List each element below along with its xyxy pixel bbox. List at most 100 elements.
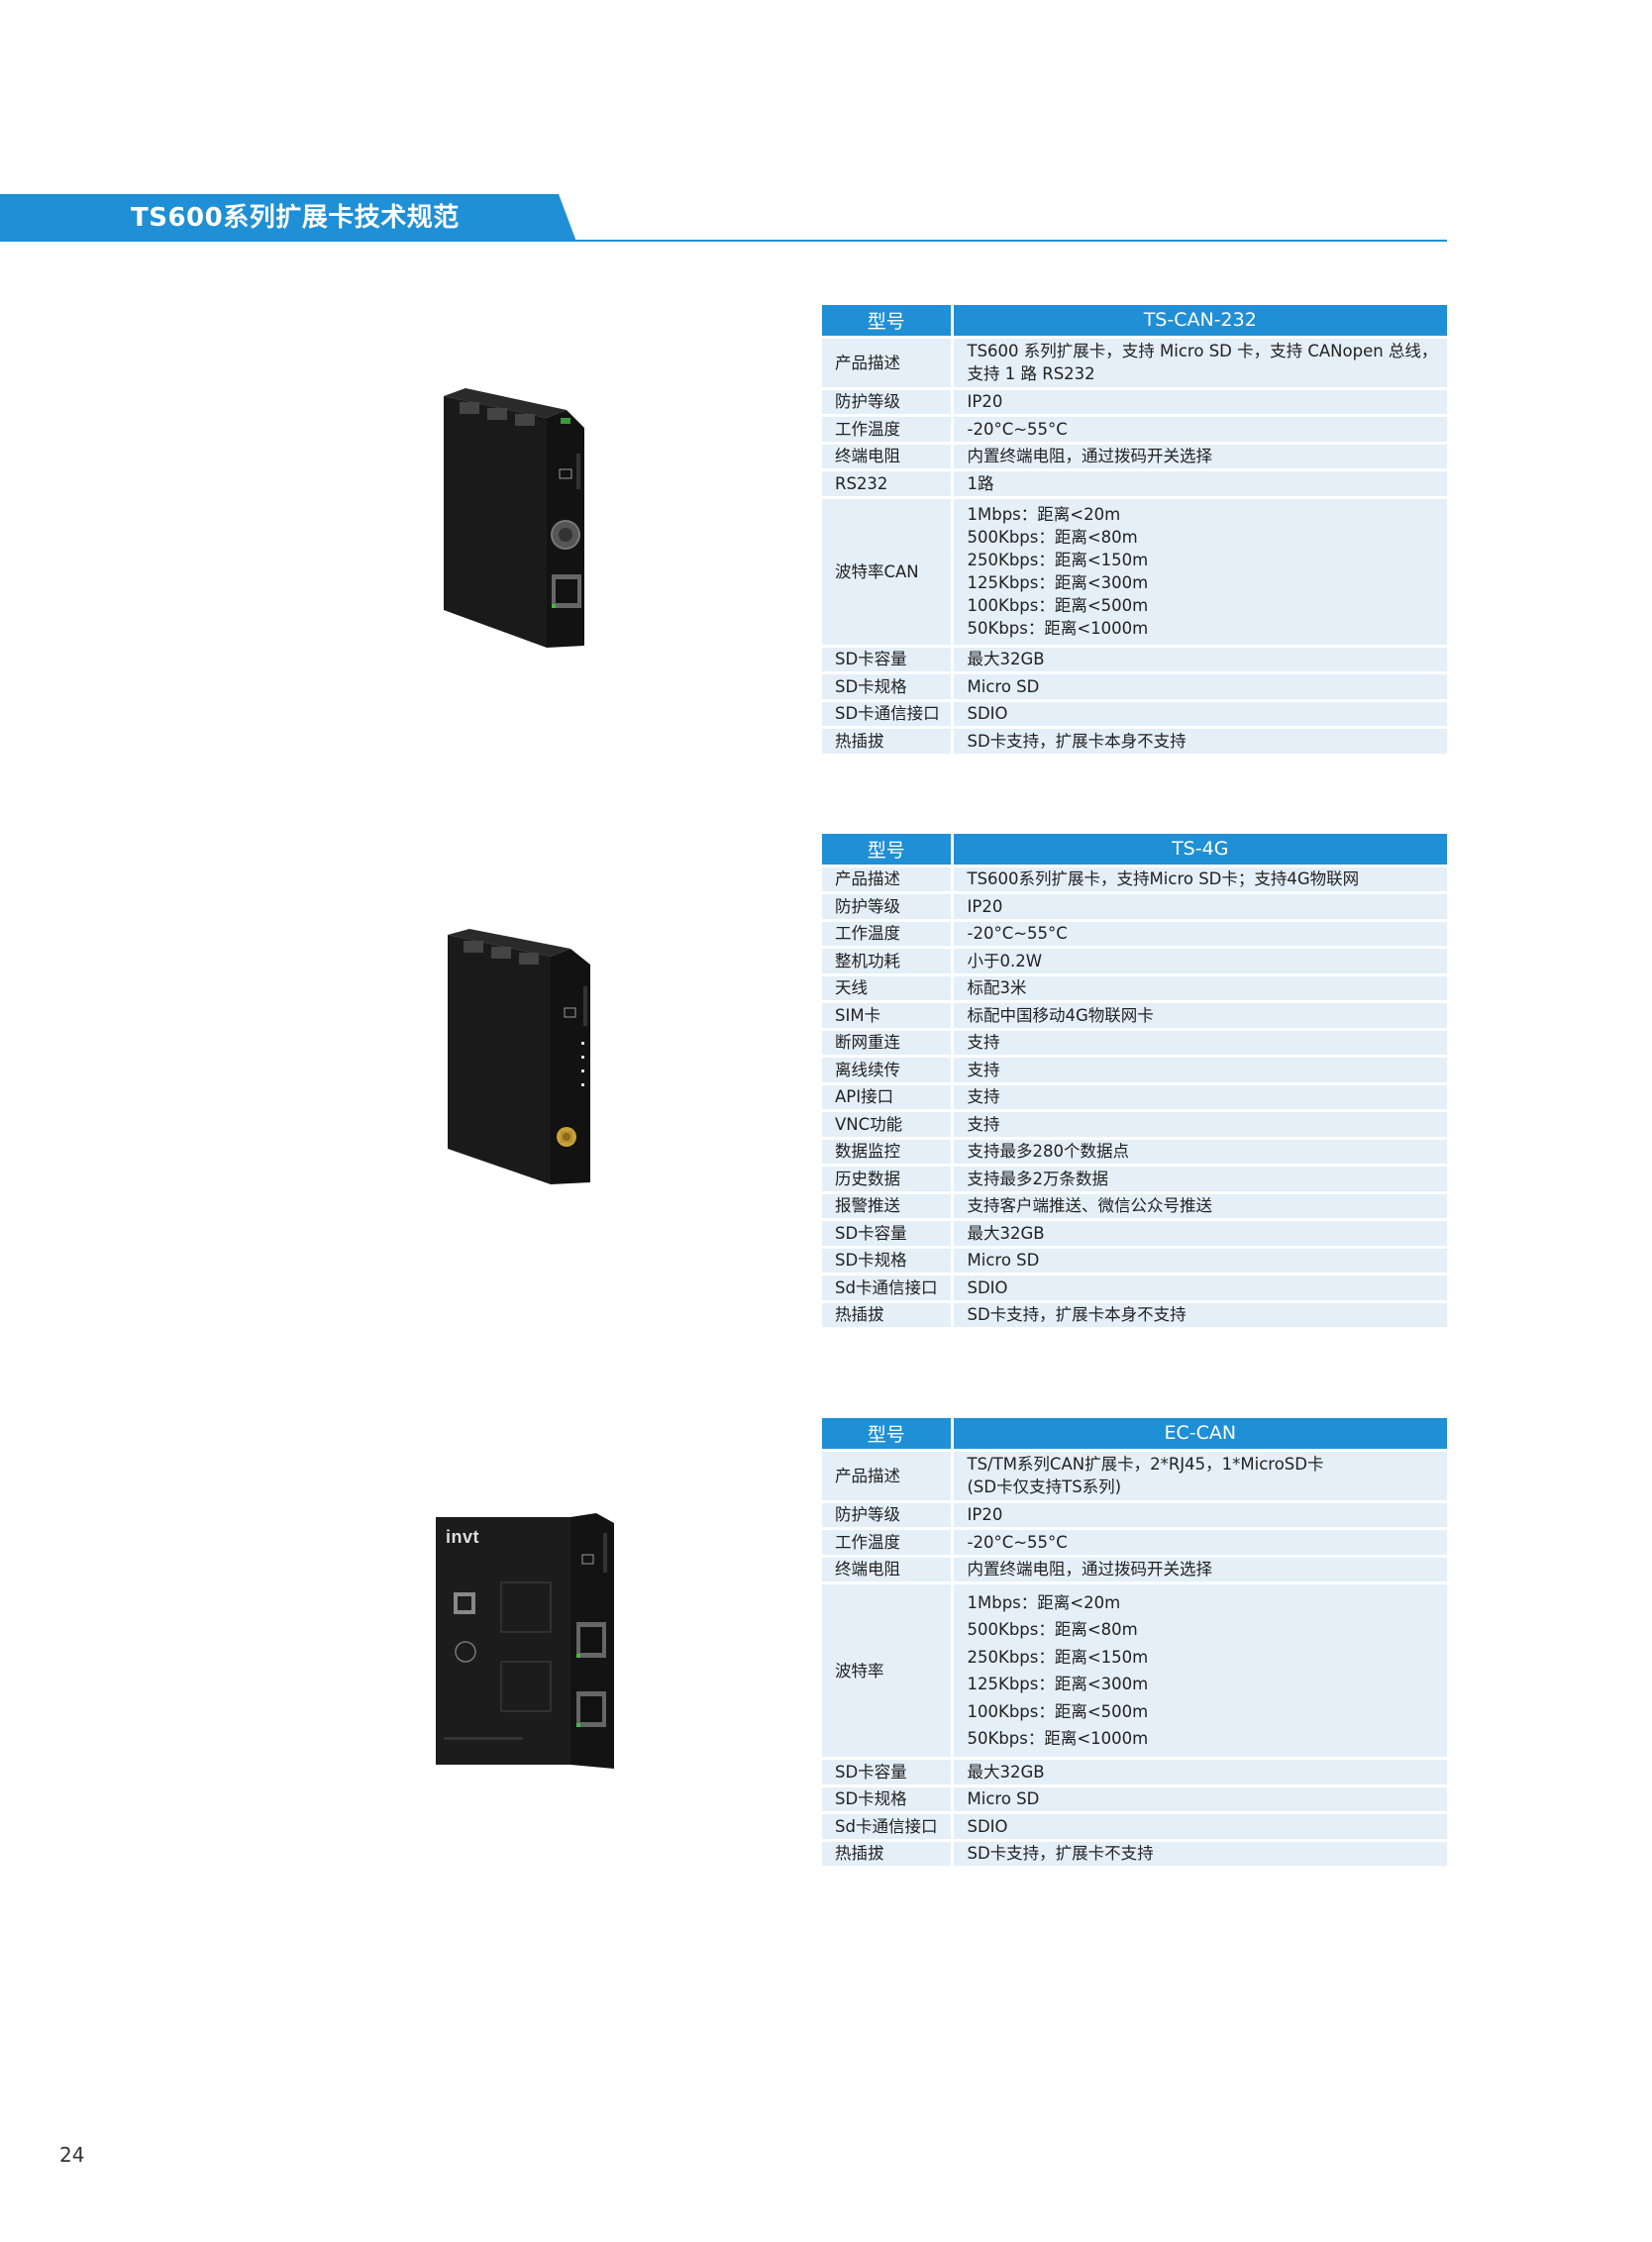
spec-key: VNC功能 — [822, 1109, 954, 1140]
spec-value-line: 标配中国移动4G物联网卡 — [967, 1005, 1154, 1025]
spec-value-line: 支持最多2万条数据 — [967, 1169, 1109, 1188]
spec-value-line: -20°C~55°C — [967, 1532, 1068, 1552]
spec-value: 支持最多2万条数据 — [952, 1164, 1447, 1194]
spec-value: TS600系列扩展卡，支持Micro SD卡；支持4G物联网 — [952, 864, 1447, 894]
table-header-key: 型号 — [822, 834, 954, 867]
spec-value-line: 支持 — [967, 1060, 1000, 1079]
spec-value-line: 250Kbps：距离<150m — [967, 1647, 1149, 1667]
spec-value: Micro SD — [952, 1245, 1447, 1275]
spec-value-line: SDIO — [967, 1816, 1008, 1836]
spec-key: 终端电阻 — [822, 441, 954, 471]
spec-value: 最大32GB — [952, 1218, 1447, 1249]
spec-value: 支持 — [952, 1027, 1447, 1058]
table-header-key: 型号 — [822, 1418, 954, 1452]
spec-value: 小于0.2W — [952, 946, 1447, 976]
table-header-model: TS-4G — [952, 834, 1447, 867]
spec-key: RS232 — [822, 468, 954, 499]
spec-table-ts-4g: 型号 TS-4G 产品描述 TS600系列扩展卡，支持Micro SD卡；支持4G… — [822, 834, 1447, 1330]
spec-value-line: SD卡支持，扩展卡本身不支持 — [967, 731, 1187, 751]
table-row: 断网重连支持 — [822, 1027, 1447, 1058]
spec-value: 最大32GB — [952, 644, 1447, 674]
table-row: SD卡容量最大32GB — [822, 644, 1447, 674]
spec-key: 防护等级 — [822, 386, 954, 417]
spec-value-line: 1路 — [967, 473, 994, 493]
spec-value-line: 支持客户端推送、微信公众号推送 — [967, 1196, 1213, 1216]
spec-value-line: IP20 — [967, 1505, 1003, 1525]
table-header-model: TS-CAN-232 — [952, 305, 1447, 339]
spec-key: SIM卡 — [822, 1000, 954, 1031]
spec-value-line: 最大32GB — [967, 1223, 1045, 1243]
spec-value-line: 500Kbps：距离<80m — [967, 528, 1138, 547]
spec-value-line: 1Mbps：距离<20m — [967, 505, 1121, 524]
spec-value: SDIO — [952, 1273, 1447, 1303]
spec-value-line: -20°C~55°C — [967, 924, 1068, 944]
table-row: SD卡容量最大32GB — [822, 1757, 1447, 1787]
spec-value-line: SDIO — [967, 704, 1008, 724]
spec-value-line: 支持 — [967, 1033, 1000, 1053]
spec-value: -20°C~55°C — [952, 1527, 1447, 1558]
table-row: 历史数据支持最多2万条数据 — [822, 1164, 1447, 1194]
spec-key: 终端电阻 — [822, 1554, 954, 1584]
spec-value-line: 50Kbps：距离<1000m — [967, 619, 1149, 638]
table-row: RS232 1路 — [822, 468, 1447, 499]
page-number: 24 — [59, 2143, 85, 2167]
spec-key: 产品描述 — [822, 1448, 954, 1503]
spec-key: 波特率CAN — [822, 495, 954, 648]
spec-value: 标配中国移动4G物联网卡 — [952, 1000, 1447, 1031]
spec-value-line: 125Kbps：距离<300m — [967, 573, 1149, 592]
spec-value: -20°C~55°C — [952, 918, 1447, 949]
spec-value-line: 1Mbps：距离<20m — [967, 1592, 1121, 1612]
spec-key: 天线 — [822, 972, 954, 1003]
spec-value: Micro SD — [952, 671, 1447, 702]
spec-key: SD卡规格 — [822, 671, 954, 702]
table-row: 工作温度-20°C~55°C — [822, 414, 1447, 445]
spec-key: 防护等级 — [822, 1499, 954, 1530]
spec-value-line: 内置终端电阻，通过拨码开关选择 — [967, 447, 1213, 466]
spec-key: SD卡容量 — [822, 644, 954, 674]
spec-key: SD卡规格 — [822, 1783, 954, 1814]
table-row: 防护等级 IP20 — [822, 1499, 1447, 1530]
spec-value-line: 内置终端电阻，通过拨码开关选择 — [967, 1560, 1213, 1580]
table-row: 天线标配3米 — [822, 972, 1447, 1003]
spec-key: Sd卡通信接口 — [822, 1273, 954, 1303]
spec-key: 工作温度 — [822, 1527, 954, 1558]
spec-value-line: 100Kbps：距离<500m — [967, 1701, 1149, 1721]
spec-value-line: Micro SD — [967, 1251, 1040, 1271]
spec-key: SD卡容量 — [822, 1218, 954, 1249]
spec-key: 断网重连 — [822, 1027, 954, 1058]
spec-value-line: TS600系列扩展卡，支持Micro SD卡；支持4G物联网 — [967, 869, 1360, 889]
spec-value-line: 50Kbps：距离<1000m — [967, 1729, 1149, 1748]
spec-key: 产品描述 — [822, 335, 954, 390]
spec-key: 工作温度 — [822, 414, 954, 445]
table-row: 终端电阻内置终端电阻，通过拨码开关选择 — [822, 441, 1447, 471]
spec-key: Sd卡通信接口 — [822, 1811, 954, 1842]
table-row: 工作温度 -20°C~55°C — [822, 1527, 1447, 1558]
spec-key: 产品描述 — [822, 864, 954, 894]
spec-value: SD卡支持，扩展卡本身不支持 — [952, 1299, 1447, 1330]
spec-value-line: IP20 — [967, 896, 1003, 916]
spec-value-line: 最大32GB — [967, 1762, 1045, 1782]
spec-value: 支持最多280个数据点 — [952, 1136, 1447, 1167]
spec-key: API接口 — [822, 1081, 954, 1112]
spec-key: 热插拔 — [822, 1838, 954, 1869]
table-row: 工作温度-20°C~55°C — [822, 918, 1447, 949]
spec-value: IP20 — [952, 1499, 1447, 1530]
spec-key: 热插拔 — [822, 1299, 954, 1330]
spec-value-line: 最大32GB — [967, 650, 1045, 669]
spec-value: SDIO — [952, 698, 1447, 729]
spec-value-line: TS600 系列扩展卡，支持 Micro SD 卡，支持 CANopen 总线， — [967, 342, 1438, 360]
spec-value-line: 标配3米 — [967, 978, 1027, 998]
ts-can-232-product-image — [444, 388, 584, 648]
ec-can-product-image: invt — [432, 1513, 618, 1775]
title-underline — [0, 240, 1447, 242]
spec-value: 支持客户端推送、微信公众号推送 — [952, 1190, 1447, 1221]
